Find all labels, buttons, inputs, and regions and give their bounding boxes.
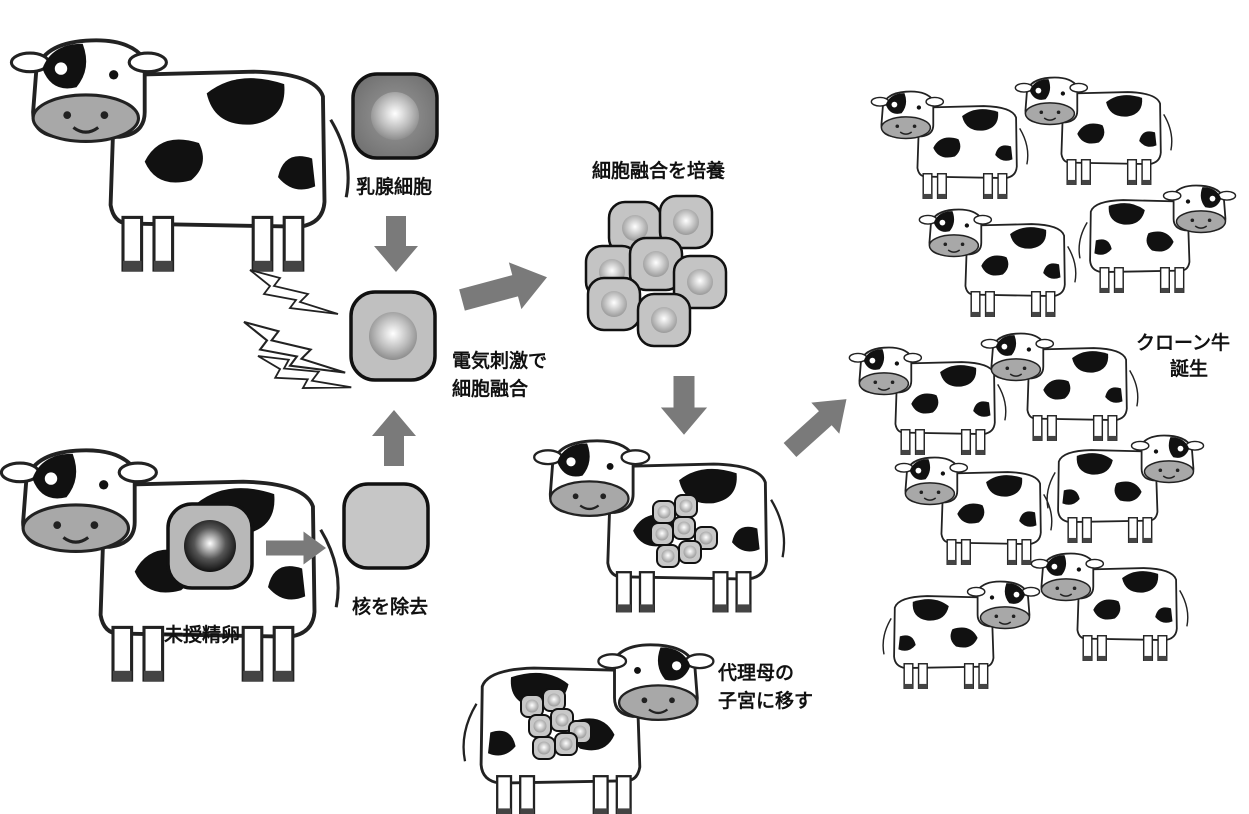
electric-fusion-label-line1: 電気刺激で xyxy=(452,348,547,374)
clone-cow-herd xyxy=(849,78,1235,689)
donor-cow-illustration xyxy=(11,40,348,271)
cultured-cell-cluster xyxy=(586,196,726,346)
electric-fusion-label-line2: 細胞融合 xyxy=(452,376,528,402)
surrogate-label-line2: 子宮に移す xyxy=(718,688,813,714)
unfertilized-egg-label: 未授精卵 xyxy=(164,622,240,648)
mammary-cell-label: 乳腺細胞 xyxy=(356,174,432,200)
surrogate-label-line1: 代理母の xyxy=(718,660,794,686)
mammary-cell xyxy=(353,74,437,158)
right-arrow-clones xyxy=(776,384,860,466)
fused-cell xyxy=(351,292,435,380)
electric-spark-icon xyxy=(244,270,351,400)
clone-label-line1: クローン牛 xyxy=(1136,330,1230,356)
down-arrow-culture xyxy=(661,376,707,435)
remove-nucleus-label: 核を除去 xyxy=(352,594,428,620)
clone-label-line2: 誕生 xyxy=(1170,356,1208,382)
down-arrow xyxy=(374,216,418,272)
up-arrow xyxy=(372,410,416,466)
enucleated-egg-cell xyxy=(344,484,428,568)
unfertilized-egg-cell xyxy=(168,504,252,588)
culture-label: 細胞融合を培養 xyxy=(592,158,725,184)
right-arrow-culture xyxy=(456,254,554,324)
